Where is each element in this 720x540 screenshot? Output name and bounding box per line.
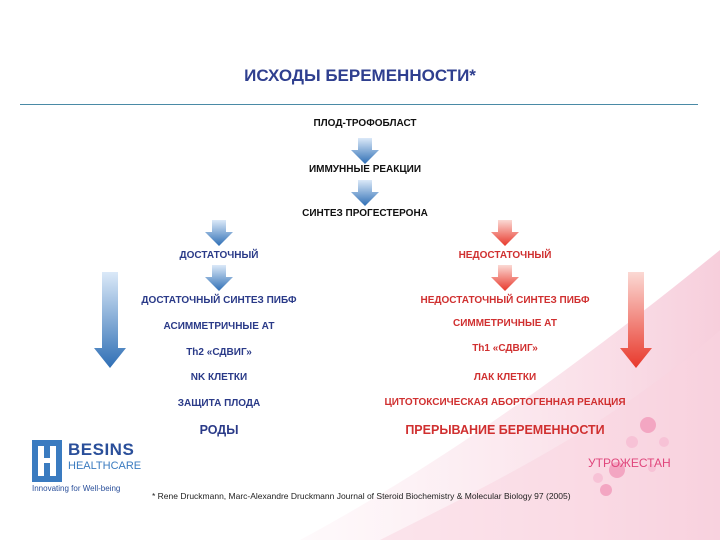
chain-step-fetus-trophoblast: ПЛОД-ТРОФОБЛАСТ xyxy=(313,118,417,129)
arrow-down-icon xyxy=(205,265,233,291)
long-arrow-down-red-icon xyxy=(620,272,652,368)
right-item: Th1 «СДВИГ» xyxy=(472,343,538,354)
besins-tagline: Innovating for Well-being xyxy=(32,484,121,493)
long-arrow-down-icon xyxy=(94,272,126,368)
left-item: Th2 «СДВИГ» xyxy=(186,347,252,358)
page-title: ИСХОДЫ БЕРЕМЕННОСТИ* xyxy=(244,66,476,85)
right-outcome: ПРЕРЫВАНИЕ БЕРЕМЕННОСТИ xyxy=(405,423,605,437)
left-item: ЗАЩИТА ПЛОДА xyxy=(177,398,261,409)
arrow-down-icon xyxy=(351,180,379,206)
title-divider xyxy=(20,104,698,105)
arrow-down-icon xyxy=(351,138,379,164)
arrow-down-red-icon xyxy=(491,265,519,291)
right-header: НЕДОСТАТОЧНЫЙ xyxy=(458,250,552,261)
besins-logo: BESINS HEALTHCARE Innovating for Well-be… xyxy=(30,438,145,496)
chain-step-immune-reactions: ИММУННЫЕ РЕАКЦИИ xyxy=(308,164,422,175)
left-item: ДОСТАТОЧНЫЙ СИНТЕЗ ПИБФ xyxy=(141,295,297,306)
besins-name: BESINS xyxy=(68,440,135,459)
right-item: СИММЕТРИЧНЫЕ АТ xyxy=(452,318,558,329)
footnote: * Rene Druckmann, Marc-Alexandre Druckma… xyxy=(152,491,571,501)
chain-step-progesterone-synthesis: СИНТЕЗ ПРОГЕСТЕРОНА xyxy=(302,208,428,219)
arrow-down-icon xyxy=(205,220,233,246)
left-item: АСИММЕТРИЧНЫЕ АТ xyxy=(163,321,275,332)
besins-sub: HEALTHCARE xyxy=(68,460,142,472)
besins-emblem-icon xyxy=(32,440,62,482)
left-outcome: РОДЫ xyxy=(199,423,239,437)
arrow-down-red-icon xyxy=(491,220,519,246)
left-item: NK КЛЕТКИ xyxy=(190,372,248,383)
right-item: ЛАК КЛЕТКИ xyxy=(473,372,537,383)
right-item: НЕДОСТАТОЧНЫЙ СИНТЕЗ ПИБФ xyxy=(420,295,590,306)
brand-name: УТРОЖЕСТАН xyxy=(588,456,671,470)
left-header: ДОСТАТОЧНЫЙ xyxy=(179,250,259,261)
right-item: ЦИТОТОКСИЧЕСКАЯ АБОРТОГЕННАЯ РЕАКЦИЯ xyxy=(384,397,626,408)
